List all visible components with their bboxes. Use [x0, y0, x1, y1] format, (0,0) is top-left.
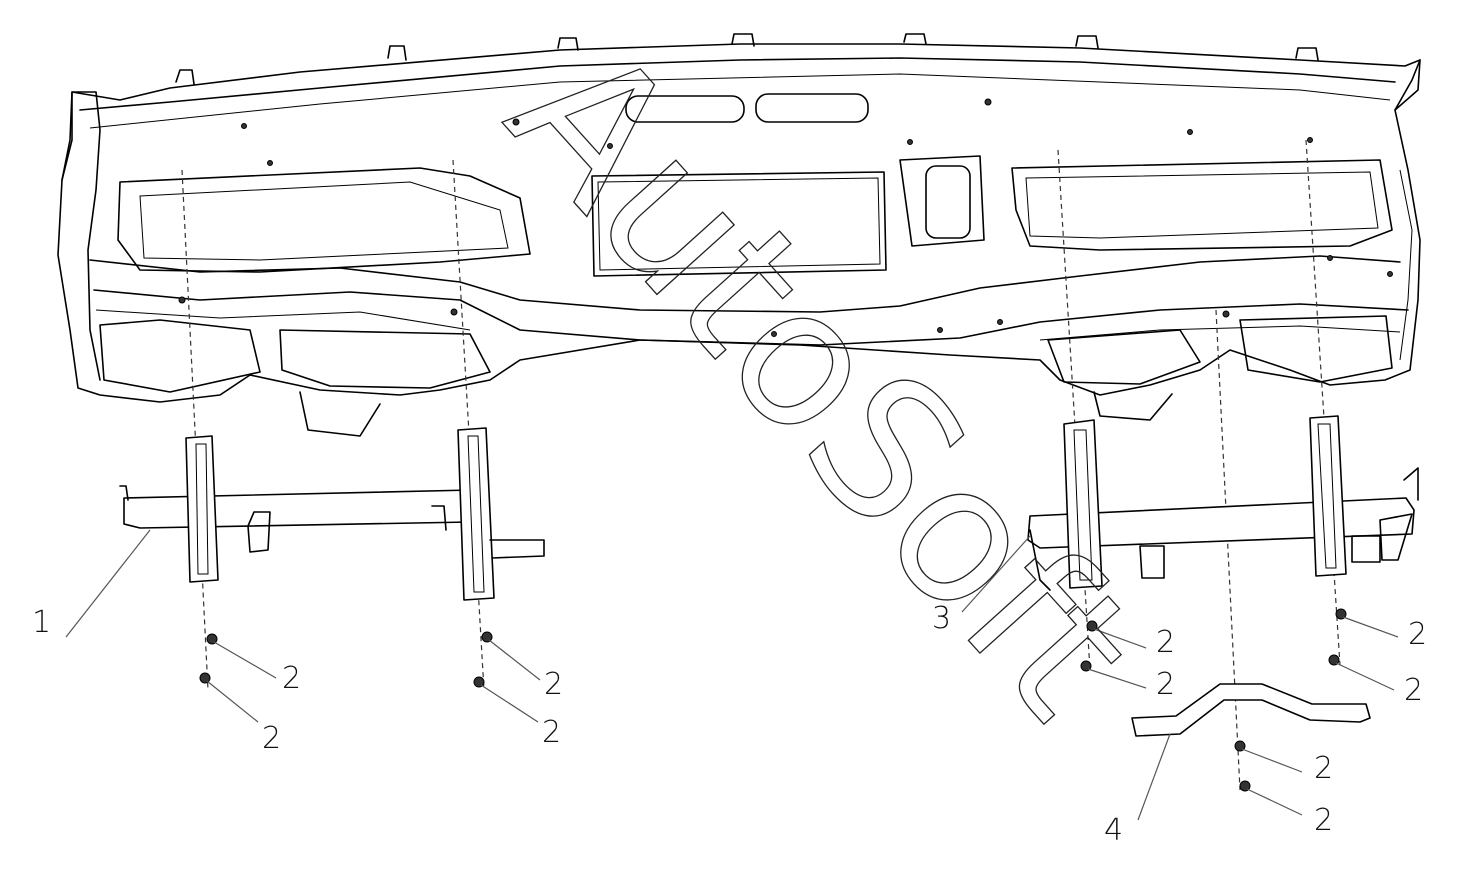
panel-markers — [178, 98, 1393, 337]
callout-2: 2 — [542, 715, 561, 750]
callout-2: 2 — [262, 721, 281, 756]
main-panel-assembly — [57, 33, 1421, 437]
callout-1: 1 — [32, 605, 51, 640]
callout-2: 2 — [1156, 667, 1175, 702]
callout-2: 2 — [282, 661, 301, 696]
callout-2: 2 — [1408, 617, 1427, 652]
bracket-part-4 — [1131, 683, 1371, 737]
callout-2: 2 — [544, 667, 563, 702]
callout-2: 2 — [1314, 751, 1333, 786]
bracket-part-1 — [119, 427, 545, 601]
callout-2: 2 — [1404, 673, 1423, 708]
callout-4: 4 — [1104, 813, 1123, 848]
fasteners — [199, 608, 1347, 792]
callout-2: 2 — [1314, 803, 1333, 838]
watermark: AutoSoft — [467, 3, 1179, 759]
leader-lines — [65, 529, 1399, 821]
callout-labels: 1 2 2 2 2 3 2 2 2 2 4 2 2 — [32, 601, 1427, 848]
callout-2: 2 — [1156, 625, 1175, 660]
watermark-text: AutoSoft — [467, 3, 1177, 757]
callout-3: 3 — [932, 601, 951, 636]
bracket-part-3 — [1027, 415, 1419, 591]
